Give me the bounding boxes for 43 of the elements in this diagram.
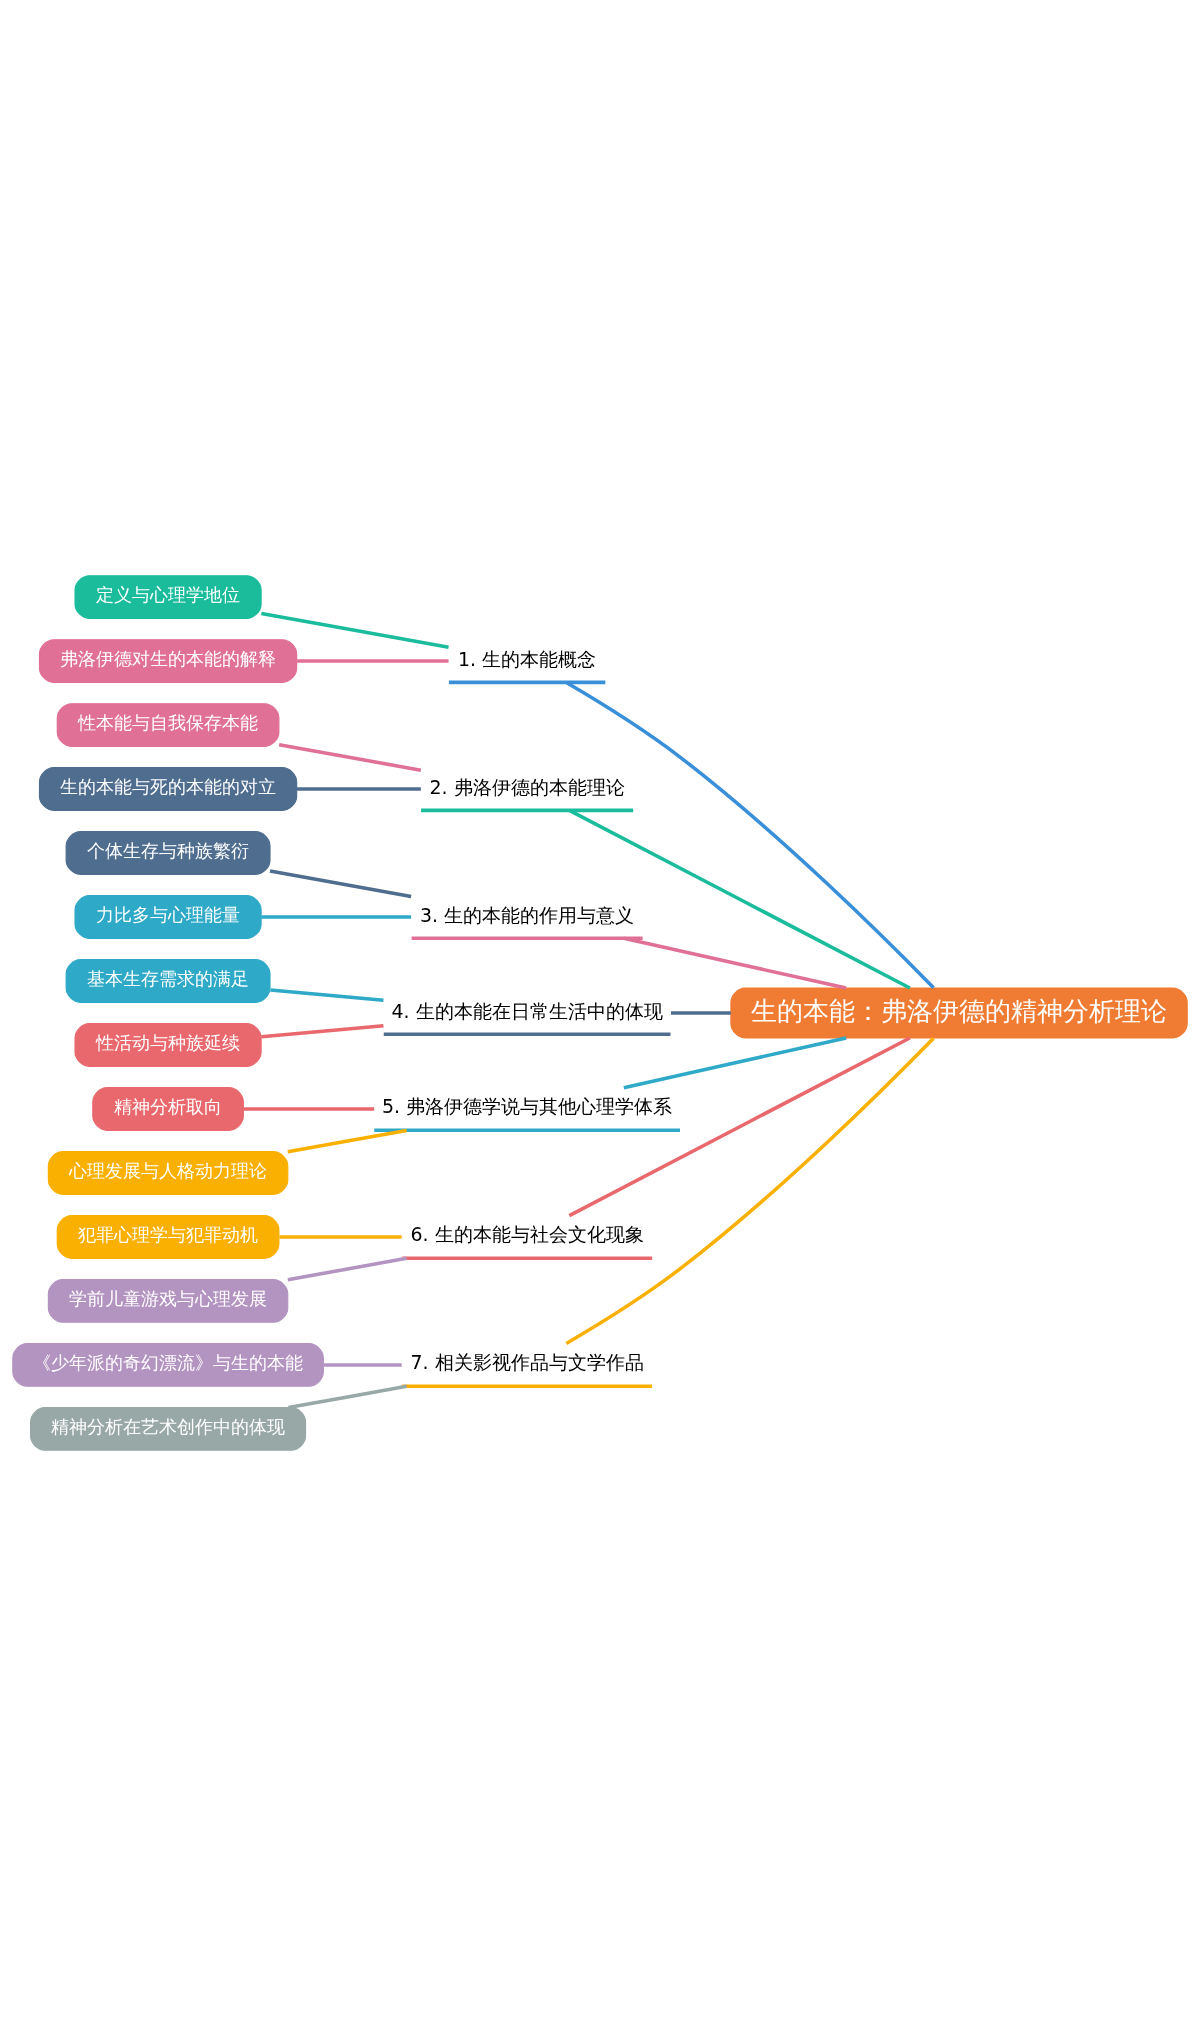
node-box: 力比多与心理能量 [74, 894, 262, 939]
connector [269, 868, 412, 898]
connector [243, 1106, 375, 1111]
connector [270, 987, 384, 1002]
connector [568, 1035, 911, 1217]
node-text: 6. 生的本能与社会文化现象 [410, 1222, 644, 1245]
node-text: 5. 弗洛伊德学说与其他心理学体系 [382, 1094, 673, 1117]
connector [323, 1362, 402, 1367]
node-text: 7. 相关影视作品与文学作品 [410, 1350, 644, 1373]
node-box: 犯罪心理学与犯罪动机 [56, 1214, 280, 1259]
node-box: 精神分析取向 [92, 1086, 244, 1131]
node-box: 弗洛伊德对生的本能的解释 [38, 638, 298, 683]
node-box: 心理发展与人格动力理论 [47, 1150, 289, 1195]
node-text: 4. 生的本能在日常生活中的体现 [391, 999, 663, 1021]
node-text: 2. 弗洛伊德的本能理论 [429, 775, 625, 798]
connector [288, 1384, 407, 1409]
connector [279, 1234, 402, 1239]
node-box: 定义与心理学地位 [74, 574, 262, 619]
connector [623, 936, 847, 990]
node-text: 1. 生的本能概念 [458, 647, 597, 670]
node-box: 精神分析在艺术创作中的体现 [30, 1406, 307, 1451]
node-box: 性本能与自我保存本能 [56, 702, 280, 747]
connector [670, 1010, 731, 1015]
node-box: 个体生存与种族繁衍 [65, 830, 271, 875]
node-text: 3. 生的本能的作用与意义 [420, 903, 635, 926]
node-box: 生的本能与死的本能的对立 [38, 766, 298, 811]
connector [565, 1036, 935, 1345]
node-box: 生的本能：弗洛伊德的精神分析理论 [730, 987, 1188, 1038]
connector [278, 742, 422, 772]
node-box: 学前儿童游戏与心理发展 [47, 1278, 289, 1323]
connector [287, 1128, 407, 1153]
node-box: 《少年派的奇幻漂流》与生的本能 [12, 1342, 324, 1387]
connector [623, 1035, 847, 1089]
connector [568, 808, 911, 990]
connector [261, 611, 449, 649]
connector [565, 680, 935, 989]
node-box: 性活动与种族延续 [74, 1022, 262, 1067]
connector [287, 1256, 407, 1281]
connector [297, 658, 449, 663]
node-box: 基本生存需求的满足 [65, 958, 271, 1003]
connector [261, 1023, 384, 1038]
connector [261, 914, 412, 919]
connector [296, 786, 421, 791]
